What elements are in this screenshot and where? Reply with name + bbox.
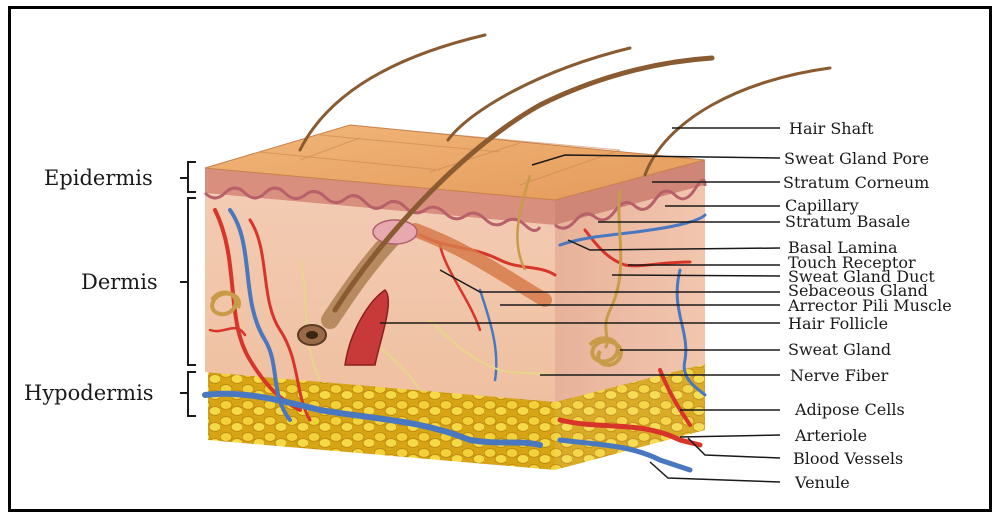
label-stratum-basale: Stratum Basale [785,214,910,230]
label-sweat-gland: Sweat Gland [788,342,891,358]
label-hair-shaft: Hair Shaft [789,121,874,137]
label-hypodermis: Hypodermis [24,383,154,404]
layer-brackets [180,162,196,416]
label-dermis: Dermis [81,272,158,293]
label-arrector-pili-muscle: Arrector Pili Muscle [788,298,952,314]
label-adipose-cells: Adipose Cells [795,402,905,418]
label-hair-follicle: Hair Follicle [788,316,888,332]
label-arteriole: Arteriole [795,428,867,444]
label-sweat-gland-pore: Sweat Gland Pore [784,151,929,167]
label-venule: Venule [795,475,850,491]
label-blood-vessels: Blood Vessels [793,451,903,467]
label-epidermis: Epidermis [44,168,153,189]
label-stratum-corneum: Stratum Corneum [783,175,929,191]
label-nerve-fiber: Nerve Fiber [790,368,888,384]
